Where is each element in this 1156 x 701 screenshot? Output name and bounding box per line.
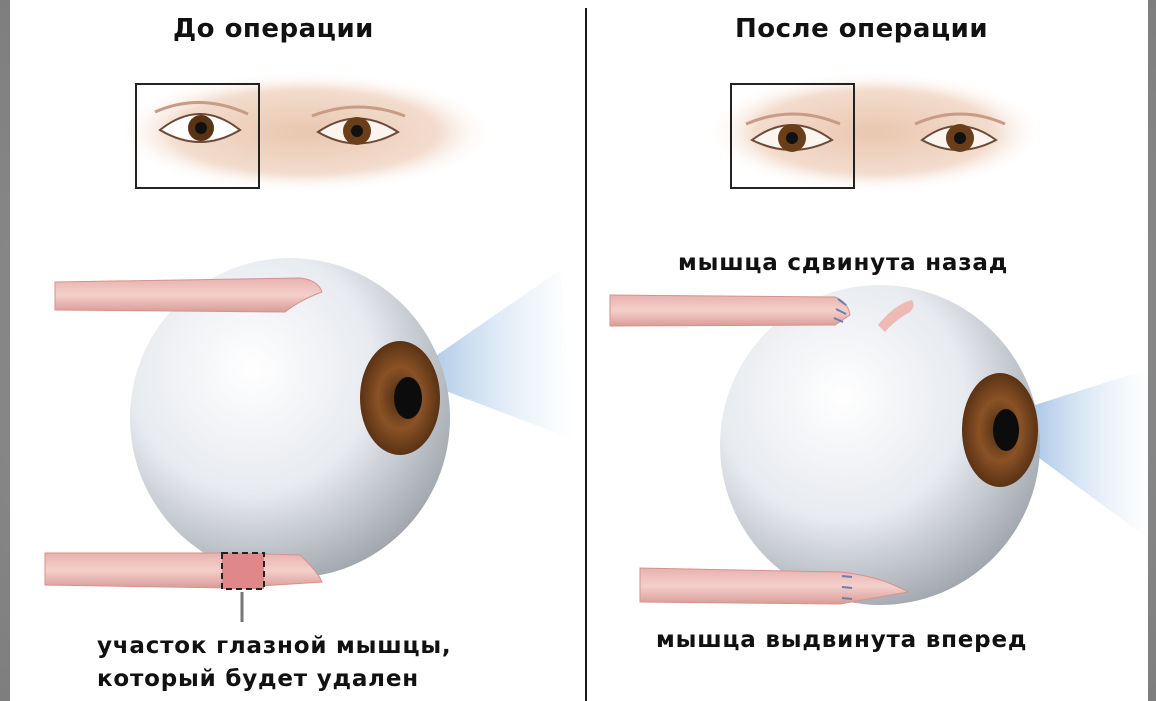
after-label-top: мышца сдвинута назад	[678, 250, 1008, 276]
before-callout-line1: участок глазной мышцы,	[97, 633, 451, 659]
before-callout-line2: который будет удален	[97, 666, 419, 692]
after-label-bottom: мышца выдвинута вперед	[656, 627, 1027, 653]
upper-muscle-after	[610, 295, 850, 326]
vision-beam-before	[430, 270, 575, 440]
before-eyes-photo	[115, 72, 495, 192]
lower-muscle-before	[45, 553, 322, 588]
after-eyes-photo	[705, 72, 1045, 192]
after-title: После операции	[735, 14, 988, 44]
muscle-segment-marker	[222, 553, 264, 589]
panel-divider	[585, 8, 587, 701]
before-title: До операции	[173, 14, 374, 44]
upper-muscle-before	[55, 278, 322, 312]
vision-beam-after	[1035, 370, 1150, 540]
eyeball-after	[720, 285, 1040, 605]
